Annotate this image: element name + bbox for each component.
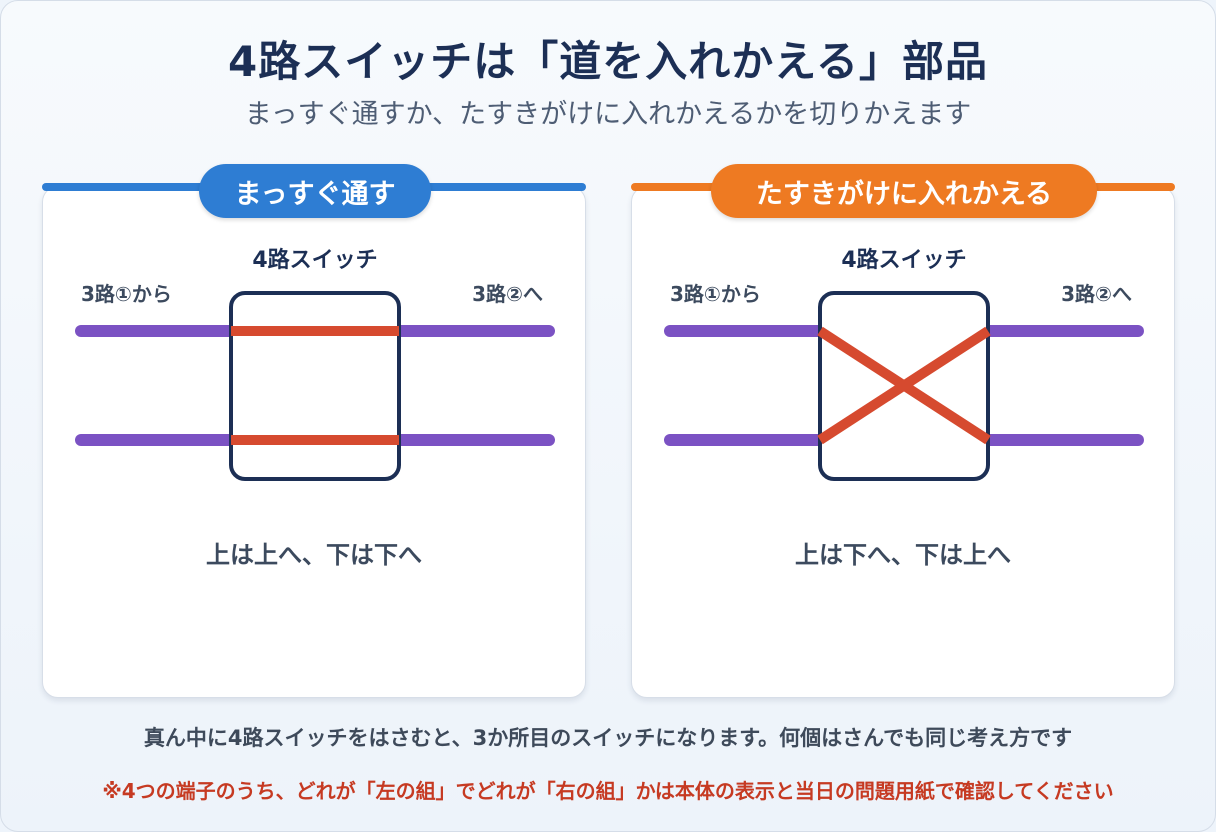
footer-explanation: 真ん中に4路スイッチをはさむと、3か所目のスイッチになります。何個はさんでも同じ… (143, 726, 1073, 750)
right-terminal-label: 3路②へ (472, 282, 543, 306)
diagram-crossed: 4路スイッチ 3路①から 3路②へ (664, 247, 1144, 481)
caption-straight: 上は上へ、下は下へ (206, 541, 422, 569)
badge-straight: まっすぐ通す (199, 164, 431, 218)
page-title: 4路スイッチは「道を入れかえる」部品 (228, 37, 988, 86)
diagram-straight: 4路スイッチ 3路①から 3路②へ (75, 247, 555, 481)
switch-body (229, 291, 401, 481)
caption-crossed: 上は下へ、下は上へ (795, 541, 1011, 569)
footer-note: ※4つの端子のうち、どれが「左の組」でどれが「右の組」かは本体の表示と当日の問題… (102, 779, 1114, 803)
panel-crossed: たすきがけに入れかえる 4路スイッチ 3路①から 3路②へ 上は下へ、下は上へ (631, 164, 1175, 698)
left-terminal-label: 3路①から (670, 282, 761, 306)
path-bottom-to-top (817, 326, 991, 445)
page-subtitle: まっすぐ通すか、たすきがけに入れかえるかを切りかえます (244, 99, 972, 130)
switch-label: 4路スイッチ (252, 247, 377, 273)
right-terminal-label: 3路②へ (1061, 282, 1132, 306)
panel-straight: まっすぐ通す 4路スイッチ 3路①から 3路②へ 上は上へ、下は下へ (42, 164, 586, 698)
left-terminal-label: 3路①から (81, 282, 172, 306)
switch-label: 4路スイッチ (841, 247, 966, 273)
badge-crossed: たすきがけに入れかえる (711, 164, 1097, 218)
